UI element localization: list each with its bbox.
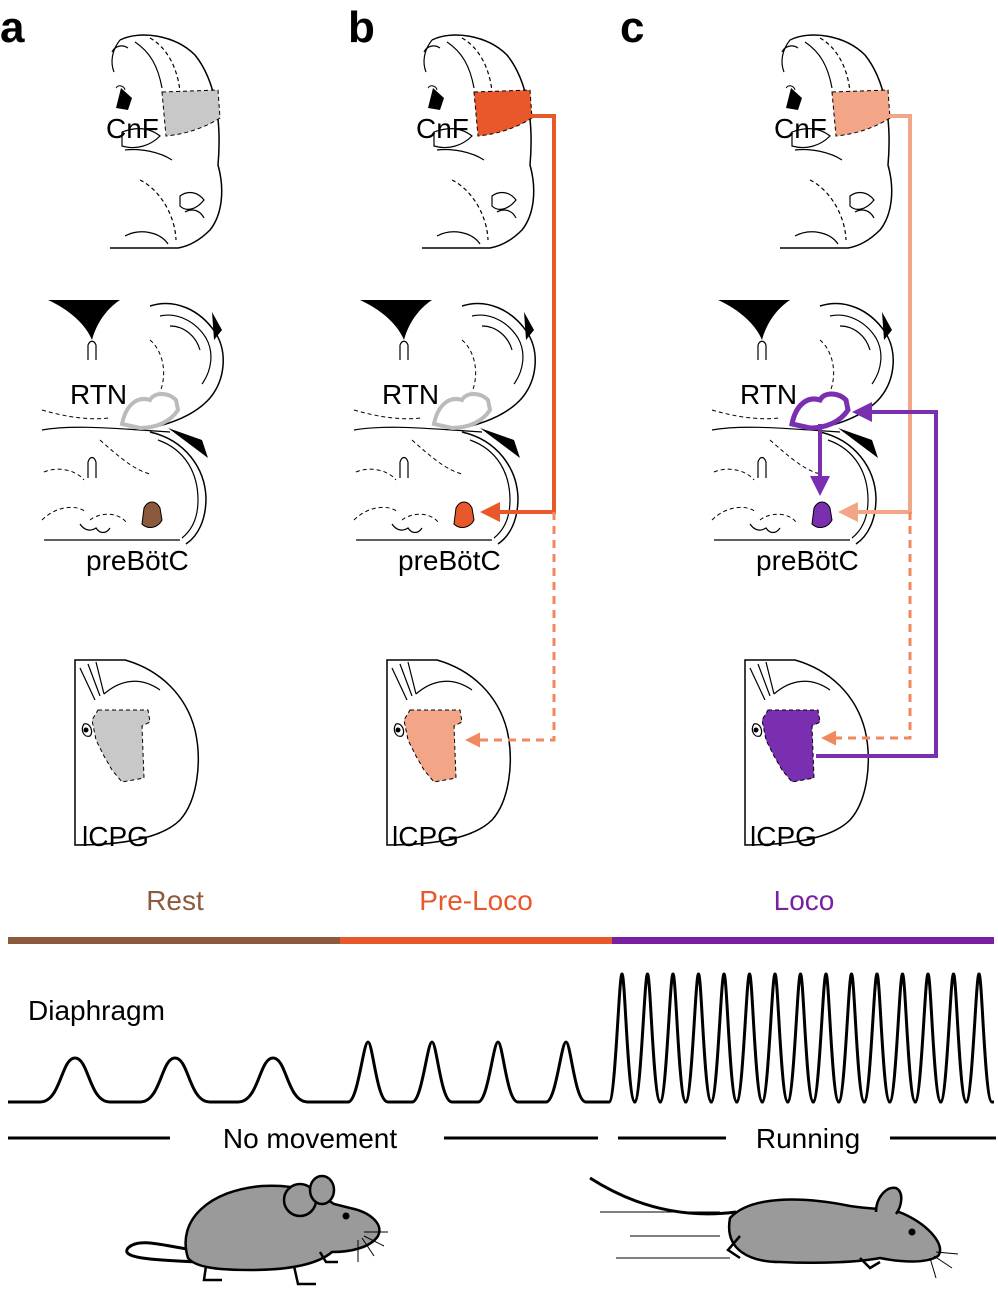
cnf-label-b: CnF xyxy=(416,113,469,144)
no-movement-label: No movement xyxy=(223,1123,398,1154)
rtn-label-a: RTN xyxy=(70,379,127,410)
lcpg-region-c xyxy=(761,709,821,783)
prebotc-region-b xyxy=(453,501,475,528)
lcpg-label-a: lCPG xyxy=(82,821,149,852)
panel-b: CnF RTN preBötC lCPG xyxy=(353,34,556,852)
panel-c: CnF RTN preBötC lCPG xyxy=(711,34,938,852)
prebotc-label-b: preBötC xyxy=(398,545,501,576)
prebotc-label-c: preBötC xyxy=(756,545,859,576)
cnf-to-prebotc-arrow-b xyxy=(480,114,556,522)
cnf-label-a: CnF xyxy=(106,113,159,144)
prebotc-to-lcpg-dashed-arrow-b xyxy=(465,512,556,748)
panel-a: CnF RTN preBötC lCPG xyxy=(41,34,224,852)
rtn-region-c xyxy=(789,391,851,431)
phase-bar-rest xyxy=(8,937,340,944)
lcpg-region-b xyxy=(403,709,463,783)
rtn-label-c: RTN xyxy=(740,379,797,410)
cnf-region-a xyxy=(161,89,221,137)
rtn-region-a xyxy=(119,392,181,431)
rtn-label-b: RTN xyxy=(382,379,439,410)
lcpg-to-rtn-arrow-c xyxy=(816,402,938,758)
cnf-region-b xyxy=(473,89,533,137)
panel-b-letter: b xyxy=(348,3,375,52)
prebotc-region-a xyxy=(141,501,163,528)
phase-label-preloco: Pre-Loco xyxy=(419,885,533,916)
phase-label-rest: Rest xyxy=(146,885,204,916)
mouse-resting-icon xyxy=(125,1174,388,1286)
phase-label-loco: Loco xyxy=(774,885,835,916)
diaphragm-trace xyxy=(8,972,994,1104)
rtn-region-b xyxy=(431,392,493,431)
lcpg-region-a xyxy=(91,709,151,783)
phase-bar-preloco xyxy=(340,937,612,944)
running-label: Running xyxy=(756,1123,860,1154)
cnf-region-c xyxy=(831,89,891,137)
prebotc-label-a: preBötC xyxy=(86,545,189,576)
phase-bar-loco xyxy=(612,937,994,944)
cnf-to-prebotc-arrow-c xyxy=(838,114,912,522)
panel-c-letter: c xyxy=(620,3,644,52)
cnf-label-c: CnF xyxy=(774,113,827,144)
lcpg-label-b: lCPG xyxy=(392,821,459,852)
prebotc-region-c xyxy=(811,501,833,528)
prebotc-to-lcpg-dashed-arrow-c xyxy=(821,512,912,746)
panel-a-letter: a xyxy=(0,3,25,52)
diaphragm-label: Diaphragm xyxy=(28,995,165,1026)
lcpg-label-c: lCPG xyxy=(750,821,817,852)
mouse-running-icon xyxy=(589,1176,959,1279)
